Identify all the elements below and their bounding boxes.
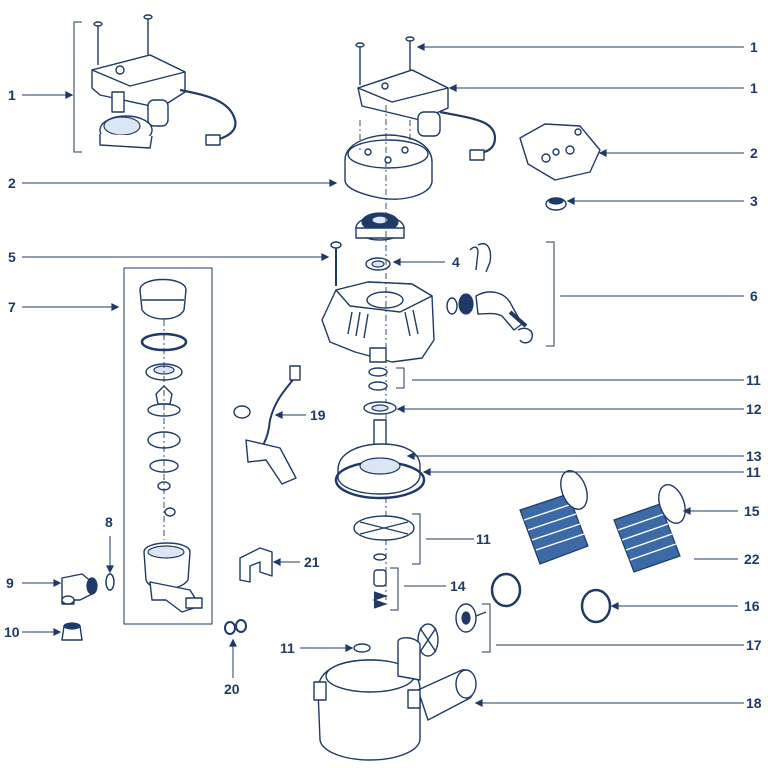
washer-part: [363, 401, 397, 415]
callout-3: 3: [750, 193, 758, 209]
callout-16: 16: [744, 598, 760, 614]
callout-20: 20: [224, 681, 240, 697]
valve-body-top: [321, 281, 435, 363]
callout-11-b: 11: [746, 464, 761, 480]
callout-labels: 1 1 1 2 2 3 4 5 6 7 8 9 10 11 11 11 11 1…: [4, 39, 762, 711]
callout-5: 5: [8, 249, 16, 265]
callout-2-left: 2: [8, 175, 16, 191]
callout-1-left: 1: [8, 87, 16, 103]
clip-part: [365, 257, 391, 271]
callout-6: 6: [750, 288, 758, 304]
rotor-disk: [334, 419, 426, 500]
motor-housing-cover: [344, 134, 433, 200]
callout-22: 22: [744, 551, 760, 567]
drive-gear: [355, 212, 405, 241]
small-o-rings: [224, 619, 247, 635]
callout-2-right: 2: [750, 145, 758, 161]
hose-left: [490, 470, 589, 608]
main-motor-assembly: [355, 36, 497, 161]
callout-18: 18: [746, 695, 762, 711]
callout-1-motor: 1: [750, 80, 758, 96]
callout-11-d: 11: [280, 640, 295, 656]
o-rings-upper: [368, 367, 388, 391]
inset-box-assembly: [123, 267, 213, 625]
callout-14: 14: [450, 578, 466, 594]
cap-nut: [61, 622, 83, 641]
callout-11-a: 11: [746, 372, 761, 388]
callout-10: 10: [4, 624, 20, 640]
cover-plate: [519, 123, 601, 181]
callout-4: 4: [452, 254, 460, 270]
callout-17: 17: [746, 637, 762, 653]
callout-11-c: 11: [476, 531, 491, 547]
callout-15: 15: [744, 503, 760, 519]
callout-12: 12: [746, 401, 762, 417]
callout-9: 9: [6, 575, 14, 591]
callout-19: 19: [310, 407, 326, 423]
valve-body-bottom: [313, 637, 477, 761]
callout-8: 8: [105, 514, 113, 530]
callout-1-top: 1: [750, 39, 758, 55]
elbow-fitting: [61, 573, 98, 605]
spring-assembly: [372, 569, 388, 609]
hose-right: [580, 484, 686, 624]
wire-harness: [233, 365, 301, 485]
alt-motor-assembly: [91, 14, 237, 149]
nut-part: [545, 197, 567, 211]
callout-21: 21: [304, 554, 320, 570]
callout-7: 7: [8, 299, 16, 315]
small-o-ring: [105, 573, 115, 591]
drain-fitting-assembly: [446, 243, 533, 344]
leader-lines: [22, 43, 744, 707]
u-clip: [239, 547, 273, 583]
screw-part: [330, 241, 342, 286]
left-motor-bracket: [73, 21, 82, 153]
impeller-assembly: [417, 603, 487, 657]
callout-13: 13: [746, 448, 762, 464]
seal-disk: [353, 515, 415, 561]
